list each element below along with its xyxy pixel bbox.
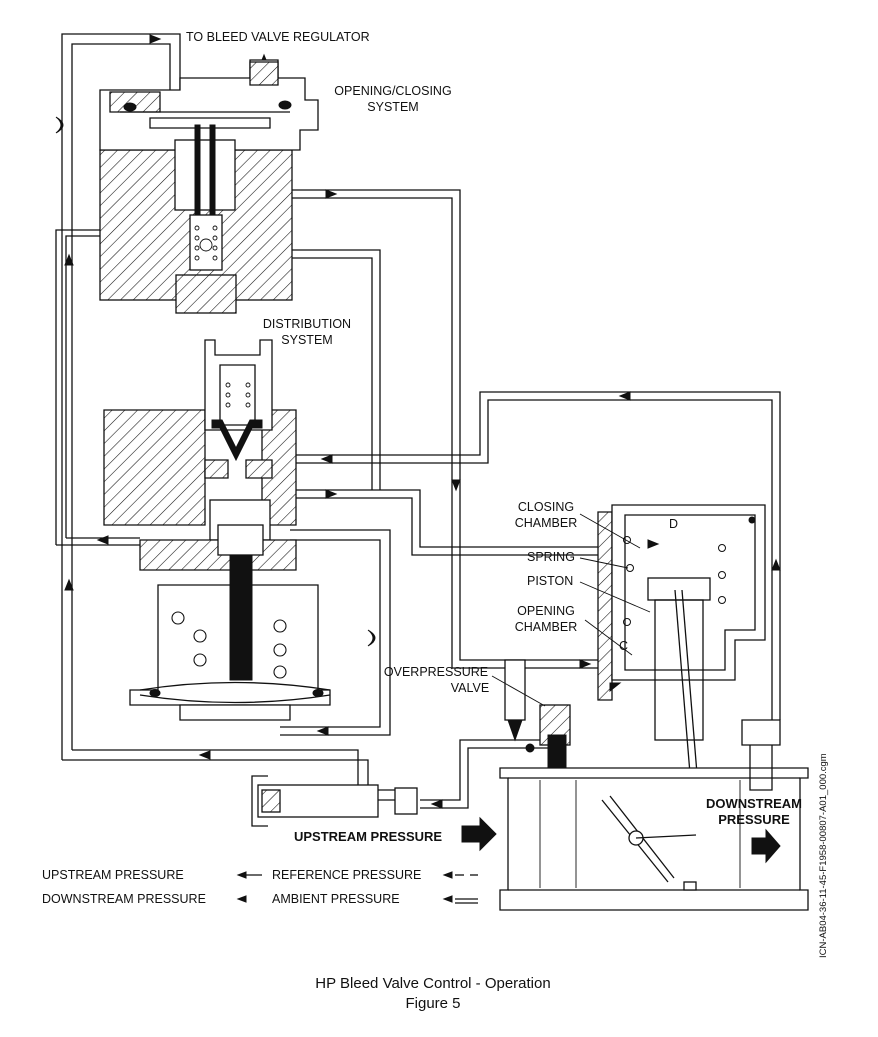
leader-lines [491, 513, 651, 707]
label-distribution-2: SYSTEM [281, 333, 332, 347]
legend-reference-label: REFERENCE PRESSURE [272, 868, 421, 882]
label-opening-closing-1: OPENING/CLOSING [334, 84, 451, 98]
label-upstream-pressure: UPSTREAM PRESSURE [294, 829, 442, 844]
legend-downstream-label: DOWNSTREAM PRESSURE [42, 892, 206, 906]
distribution-system [103, 339, 297, 541]
opening-closing-system [99, 59, 319, 314]
label-chamber-c: C [619, 639, 628, 653]
label-overpressure-1: OVERPRESSURE [384, 665, 488, 679]
pipe-crossing-mark [55, 116, 64, 134]
caption-title: HP Bleed Valve Control - Operation [315, 975, 550, 992]
label-to-bleed-valve-regulator: TO BLEED VALVE REGULATOR [186, 30, 370, 44]
label-downstream-pressure-1: DOWNSTREAM [706, 796, 802, 811]
downstream-flow-arrow [751, 828, 781, 864]
label-closing-chamber-2: CHAMBER [515, 516, 578, 530]
label-closing-chamber-1: CLOSING [518, 500, 574, 514]
legend: UPSTREAM PRESSURE DOWNSTREAM PRESSURE RE… [42, 868, 478, 906]
label-downstream-pressure-2: PRESSURE [718, 812, 790, 827]
label-opening-closing-2: SYSTEM [367, 100, 418, 114]
label-piston: PISTON [527, 574, 573, 588]
legend-downstream-arrow [236, 895, 247, 903]
upstream-flow-arrow [461, 816, 497, 852]
label-opening-chamber-1: OPENING [517, 604, 575, 618]
caption-figure: Figure 5 [405, 995, 460, 1012]
flow-arrows [64, 34, 781, 809]
legend-upstream-label: UPSTREAM PRESSURE [42, 868, 184, 882]
label-overpressure-2: VALVE [451, 681, 489, 695]
main-duct [499, 719, 809, 911]
pipe-crossing-mark [367, 629, 376, 647]
lower-housing [129, 524, 331, 721]
legend-ambient-label: AMBIENT PRESSURE [272, 892, 400, 906]
overpressure-valve [504, 659, 571, 771]
label-spring: SPRING [527, 550, 575, 564]
icn-code: ICN-AB04-36-11-45-F1958-00807-A01_000.cg… [818, 753, 829, 958]
piping [55, 33, 781, 809]
label-chamber-d: D [669, 517, 678, 531]
bleed-valve-actuator [597, 504, 766, 836]
label-opening-chamber-2: CHAMBER [515, 620, 578, 634]
label-distribution-1: DISTRIBUTION [263, 317, 351, 331]
upstream-fitting [251, 775, 418, 827]
